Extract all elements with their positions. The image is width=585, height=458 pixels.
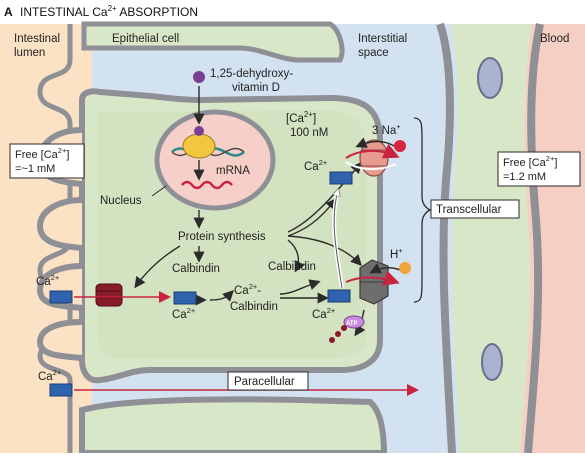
na-in-arrow [355,137,395,148]
apical-ca-channel [95,283,123,307]
nucleus-conc-line2: 100 nM [290,127,328,139]
ca-to-exchanger-path [334,190,343,289]
microvillus-2 [36,197,83,251]
protein-synthesis-label: Protein synthesis [178,231,266,243]
vitamin-d-label-line2: vitamin D [232,82,280,94]
figure-title: INTESTINAL Ca2+ ABSORPTION [20,4,198,19]
blood-cell-2 [481,343,503,381]
free-ca-lumen-line2: =~1 mM [15,163,55,175]
protein-to-atpase-arrow [287,235,362,267]
interstitial-label-line1: Interstitial [358,33,407,45]
vessel-wall-left [436,22,456,454]
lumen-label-line2: lumen [14,47,45,59]
lumen-label-line1: Intestinal [14,33,60,45]
transcellular-box [430,199,520,219]
apical-membrane-outline [37,24,73,453]
h-label: H+ [390,246,403,261]
protein-to-channel-arrow [134,245,181,289]
epithelial-label: Epithelial cell [112,33,179,45]
ca-atpase-pump [359,259,389,305]
ca-box-basolateral [327,289,351,303]
h-in-arrow [369,263,401,274]
paracellular-box [227,371,309,391]
ca-box-lumen [49,290,73,304]
atp-molecule [329,315,365,343]
na-exchanger-ca-out-arrow [345,143,400,159]
transcellular-bracket [413,117,432,303]
lower-cell [79,396,388,456]
atp-label: ATP [346,321,358,327]
endothelium [450,24,532,453]
upper-cell [81,21,345,63]
panel-letter: A [4,5,13,19]
blood-label: Blood [540,33,569,45]
free-ca-lumen-box [9,143,85,179]
vitamin-d-label-line1: 1,25-dehydroxy- [210,68,293,80]
ca-label-cytosol: Ca2+ [172,306,196,321]
vitamin-d-dot [193,71,205,83]
mrna-strand [181,180,233,190]
na-dot [394,140,406,152]
ca-box-paracellular [49,383,73,397]
ca-label-lumen: Ca2+ [36,273,60,288]
na-label: 3 Na+ [372,122,401,137]
interstitial-label-line2: space [358,47,389,59]
blood-cell-1 [477,57,503,99]
ca-label-paracellular: Ca2+ [38,368,62,383]
atpase-ca-out-arrow [345,270,400,286]
complex-line2: Calbindin [230,301,278,313]
calbindin-right-label: Calbindin [268,261,316,273]
free-ca-lumen-line1: Free [Ca2+] [15,146,69,161]
na-ca-exchanger [359,139,389,177]
free-ca-blood-line2: =1.2 mM [503,171,546,183]
calbindin-left-label: Calbindin [172,263,220,275]
vitamin-d-bound-dot [194,126,204,136]
nucleus-label: Nucleus [100,195,142,207]
free-ca-blood-line1: Free [Ca2+] [503,154,557,169]
mrna-label: mRNA [216,165,250,177]
nucleus-conc-line1: [Ca2+] [286,110,316,125]
ca-box-cytosol [173,291,197,305]
nucleus [154,109,276,211]
receptor-complex [182,133,216,159]
ca-label-exchanger: Ca2+ [304,158,328,173]
ca-label-basolateral: Ca2+ [312,306,336,321]
h-dot [399,262,411,274]
paracellular-label: Paracellular [234,376,295,388]
vessel-wall-right [524,23,544,454]
complex-line1: Ca2+- [234,282,261,297]
transcellular-label: Transcellular [436,204,502,216]
ca-box-exchanger [329,171,353,185]
protein-to-na-exchanger-arrow [287,197,337,237]
microvillus-4 [36,319,83,361]
free-ca-blood-box [497,151,581,187]
